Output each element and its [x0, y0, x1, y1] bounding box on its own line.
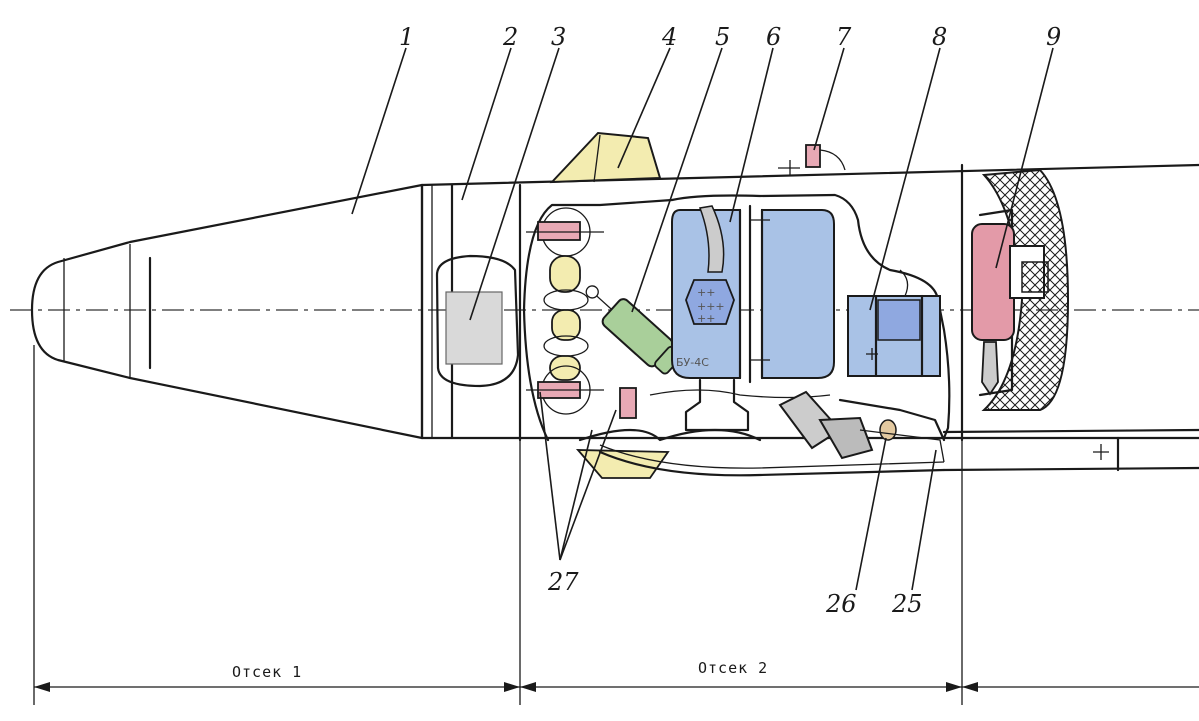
callout-27: 27	[547, 568, 579, 596]
tail-pipe	[942, 428, 1199, 472]
callout-2: 2	[502, 23, 518, 51]
section-2-label: Отсек 2	[698, 659, 768, 677]
leader-lines	[351, 47, 1054, 591]
callout-7: 7	[836, 23, 852, 51]
svg-text:++: ++	[697, 312, 715, 325]
nose-cone	[30, 183, 424, 440]
item-6-unit: ++ +++ ++	[671, 204, 835, 384]
unit-tag-label: БУ-4С	[676, 356, 709, 369]
item-5-cylinder	[585, 285, 682, 375]
svg-text:++: ++	[697, 286, 715, 299]
item-25-26-nozzle	[778, 390, 946, 463]
item-7-fitting	[778, 144, 846, 176]
callout-25: 25	[891, 590, 923, 618]
callout-3: 3	[551, 23, 566, 51]
callout-26: 26	[825, 590, 857, 618]
svg-text:+++: +++	[697, 300, 725, 313]
item-3-block	[435, 254, 520, 388]
callout-4: 4	[661, 23, 677, 51]
item-8-block	[847, 269, 941, 378]
callout-numbers: 1 2 3 4 5 6 7 8 9 27 26 25	[399, 23, 1061, 618]
dimension-lines	[33, 345, 1199, 705]
section-1-label: Отсек 1	[232, 663, 302, 681]
callout-6: 6	[766, 23, 781, 51]
callout-5: 5	[715, 23, 730, 51]
callout-9: 9	[1046, 23, 1061, 51]
item-4-fin-top	[549, 131, 662, 184]
item-9-housing	[971, 168, 1070, 411]
callout-1: 1	[399, 23, 414, 51]
callout-8: 8	[932, 23, 947, 51]
item-27-mount-assembly	[526, 207, 637, 419]
